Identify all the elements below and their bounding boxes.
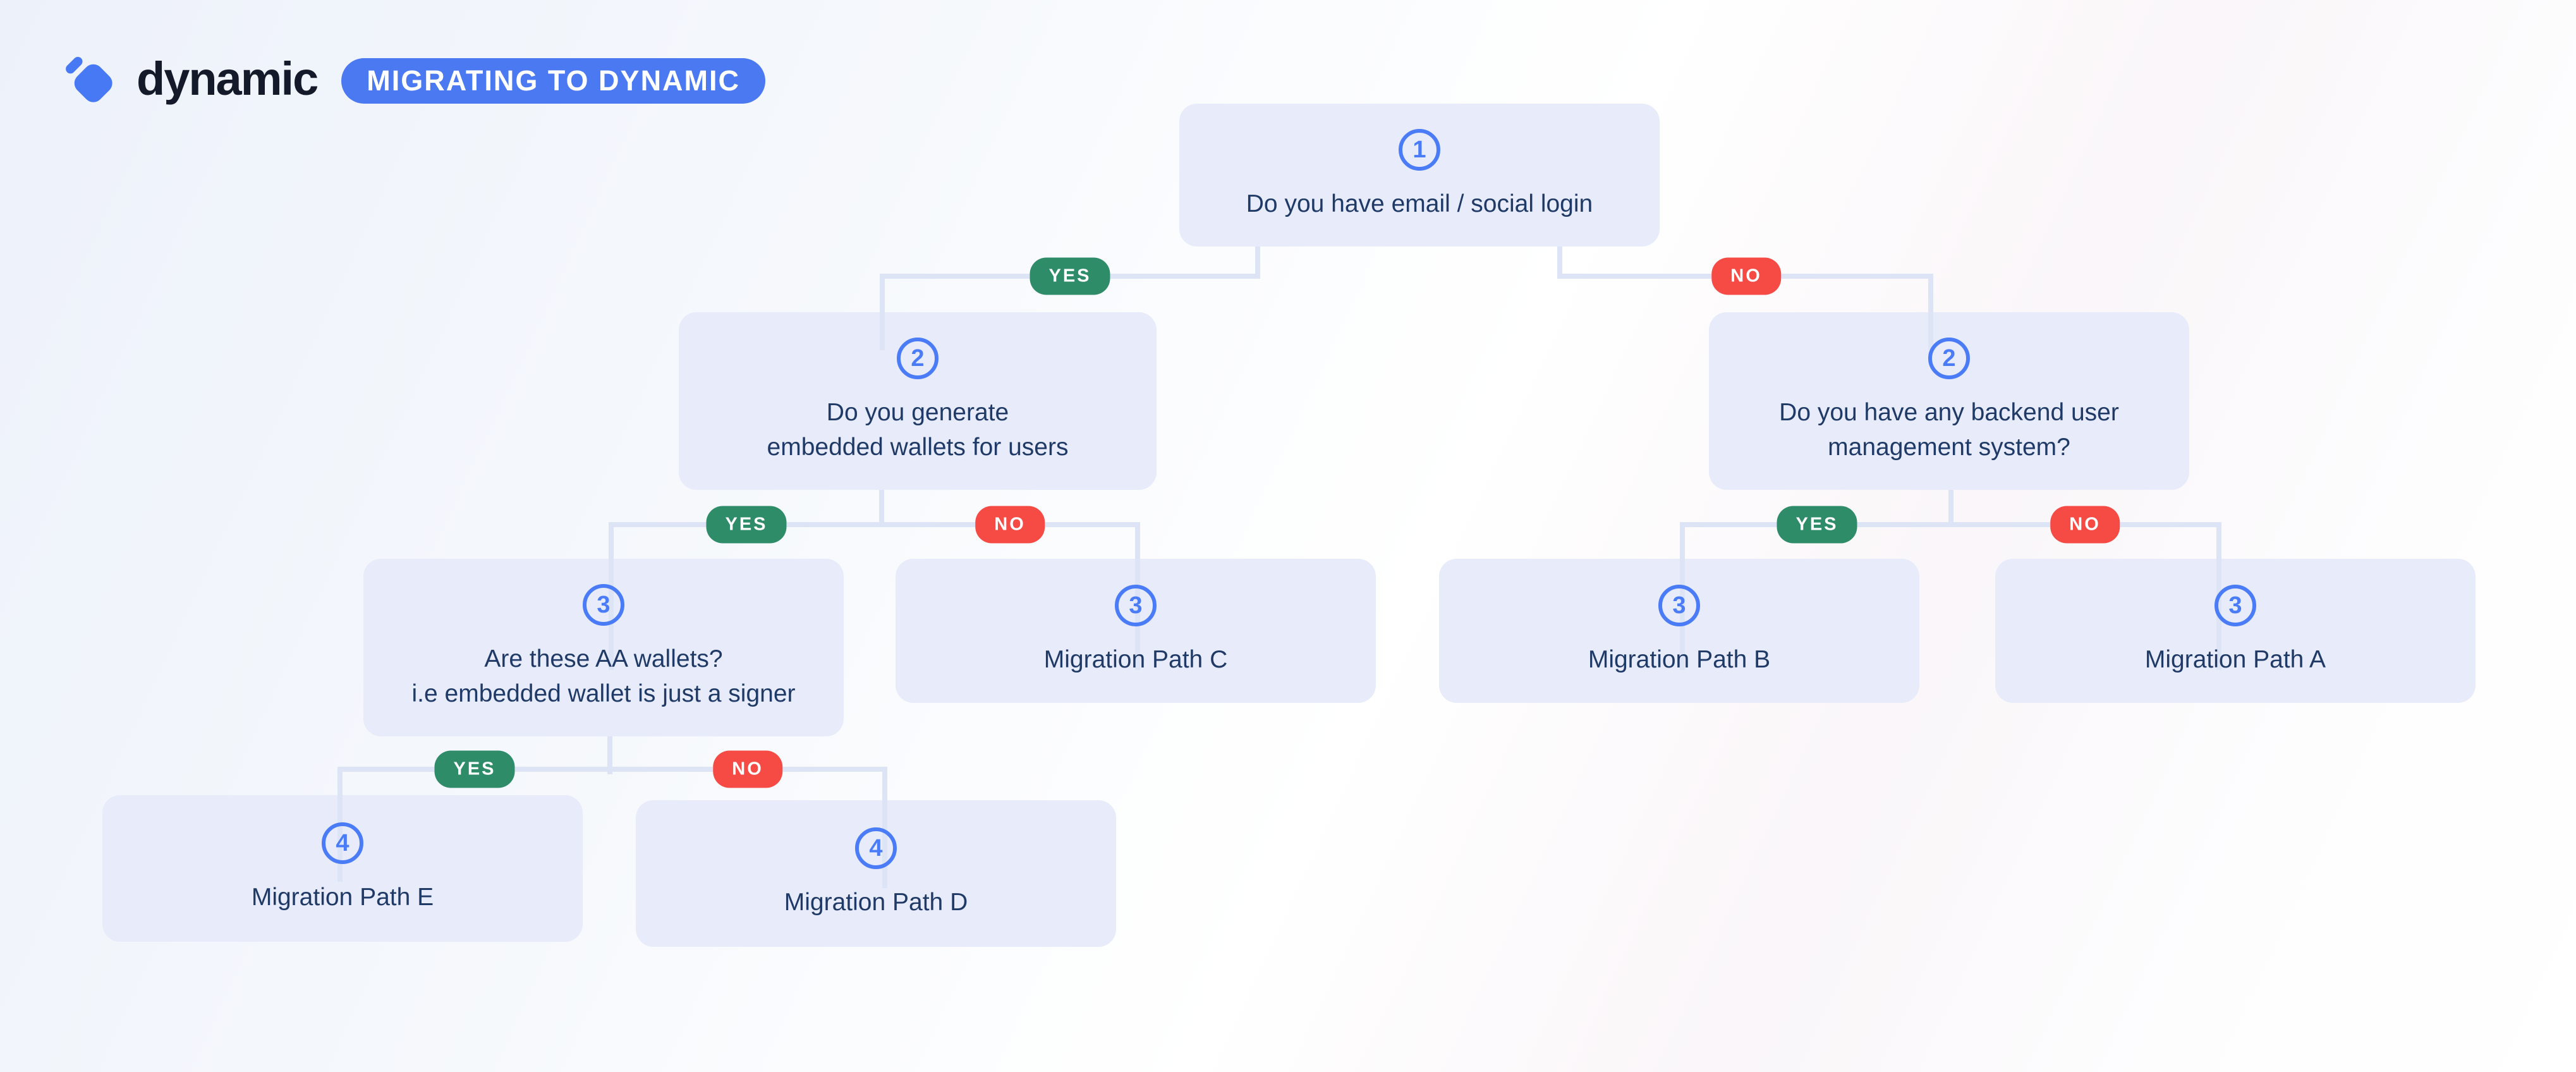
step-number-circle: 3 xyxy=(1658,584,1700,626)
dynamic-diamond-logo-icon xyxy=(66,56,112,102)
node-question-text: Do you generate embedded wallets for use… xyxy=(767,398,1069,461)
connector-line xyxy=(880,274,885,350)
flow-node-step3-aa-wallets: 3 Are these AA wallets? i.e embedded wal… xyxy=(363,559,844,736)
step-number-circle: 2 xyxy=(1928,337,1970,379)
brand-header: dynamic MIGRATING TO DYNAMIC xyxy=(62,44,766,118)
connector-line xyxy=(337,767,887,772)
yes-badge: YES xyxy=(1777,506,1857,544)
yes-badge: YES xyxy=(1030,257,1110,295)
node-result-text: Migration Path C xyxy=(1043,645,1228,673)
yes-badge: YES xyxy=(434,750,515,788)
step-number-circle: 4 xyxy=(855,827,897,869)
step-number-circle: 4 xyxy=(322,822,363,864)
brand-wordmark: dynamic xyxy=(137,52,319,105)
node-question-text: Are these AA wallets? i.e embedded walle… xyxy=(411,645,796,707)
step-number-circle: 1 xyxy=(1399,128,1440,171)
connector-line xyxy=(882,767,887,888)
connector-line xyxy=(879,490,884,527)
node-result-text: Migration Path E xyxy=(251,883,434,911)
yes-badge: YES xyxy=(706,506,787,544)
connector-line xyxy=(1928,274,1933,350)
connector-line xyxy=(1255,247,1260,279)
step-number-circle: 2 xyxy=(897,337,939,379)
node-result-text: Migration Path A xyxy=(2144,645,2326,673)
flow-node-step2-backend-user-management: 2 Do you have any backend user managemen… xyxy=(1709,312,2189,490)
step-number-circle: 3 xyxy=(1115,584,1157,626)
flow-node-migration-path-d: 4 Migration Path D xyxy=(636,800,1116,947)
flow-node-migration-path-e: 4 Migration Path E xyxy=(102,795,583,942)
connector-line xyxy=(1557,247,1562,279)
node-result-text: Migration Path B xyxy=(1588,645,1771,673)
flow-node-step1-email-social-login: 1 Do you have email / social login xyxy=(1179,104,1660,247)
step-number-circle: 3 xyxy=(2215,584,2256,626)
flow-node-migration-path-b: 3 Migration Path B xyxy=(1439,559,1919,703)
flow-node-step2-embedded-wallets: 2 Do you generate embedded wallets for u… xyxy=(679,312,1157,490)
no-badge: NO xyxy=(975,506,1045,544)
node-question-text: Do you have email / social login xyxy=(1246,190,1593,217)
connector-line xyxy=(1680,522,2221,527)
no-badge: NO xyxy=(713,750,782,788)
connector-line xyxy=(609,522,1140,527)
node-result-text: Migration Path D xyxy=(784,888,968,916)
node-question-text: Do you have any backend user management … xyxy=(1779,398,2119,461)
connector-line xyxy=(607,736,612,774)
no-badge: NO xyxy=(1711,257,1781,295)
no-badge: NO xyxy=(2050,506,2120,544)
flow-node-migration-path-a: 3 Migration Path A xyxy=(1995,559,2476,703)
migrating-to-dynamic-badge: MIGRATING TO DYNAMIC xyxy=(341,58,766,104)
connector-line xyxy=(1948,490,1953,527)
step-number-circle: 3 xyxy=(583,583,624,626)
